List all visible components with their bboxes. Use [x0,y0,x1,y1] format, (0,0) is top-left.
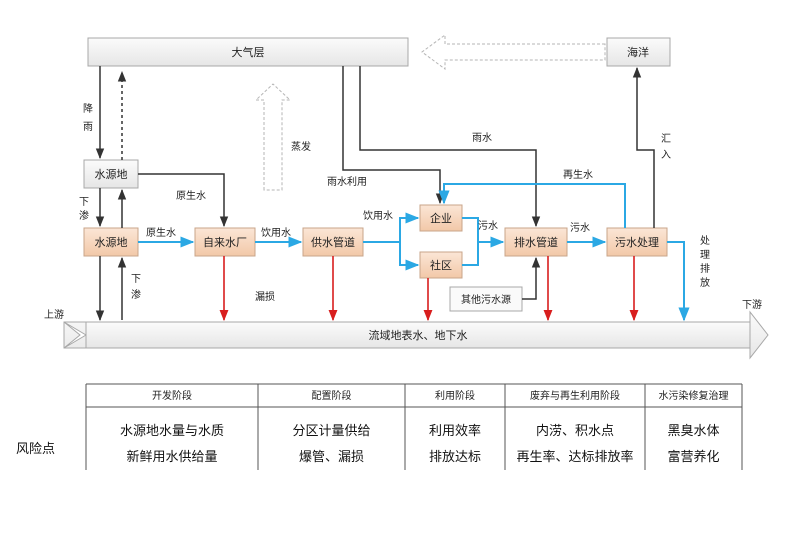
infiltration-2-label: 下渗 [131,274,141,301]
community-text: 社区 [430,258,452,272]
treatment-box [606,227,668,257]
rain-label: 降雨 [83,102,93,133]
sewage-2-label: 污水 [570,222,590,234]
atmosphere-box [87,37,409,67]
community-box [419,251,463,279]
ocean-text: 海洋 [627,45,649,59]
stage-label: 水污染修复治理 [659,389,729,402]
drinking-2-enterprise-arrow [363,212,420,243]
drinking-2-community-arrow [399,242,420,271]
drinking-1-label: 饮用水 [261,226,291,239]
source-land-text: 水源地 [95,167,128,181]
inflow-arrow [632,66,655,228]
risk-item: 内涝、积水点 [536,423,614,439]
treated-discharge-arrow [667,241,690,322]
treatment-text: 污水处理 [615,236,659,249]
risk-item: 黑臭水体 [667,424,719,439]
treated-label: 处理排放 [700,235,710,289]
source-box [83,227,139,257]
other-sewage-text: 其他污水源 [461,293,511,306]
supply-text: 供水管道 [311,235,355,249]
rain-use-label: 雨水利用 [327,176,367,188]
risk-item: 爆管、漏损 [299,449,364,465]
leakage-label: 漏损 [255,290,275,303]
risk-item: 排放达标 [429,450,481,465]
drinking-2-label: 饮用水 [363,209,393,222]
atmosphere-text: 大气层 [232,45,265,59]
sewage-1-label: 污水 [478,220,498,232]
stage-label: 开发阶段 [152,389,192,402]
reclaimed-arrow [438,183,626,228]
risk-item: 再生率、达标排放率 [516,449,633,465]
reclaimed-label: 再生水 [563,168,593,181]
drainage-box [504,227,568,257]
drainage-text: 排水管道 [514,235,558,249]
risk-item: 新鲜用水供给量 [126,449,217,465]
ocean-box [606,37,671,67]
upstream-arrowhead [63,321,87,349]
raw-water-2-label: 原生水 [176,189,206,202]
stage-label: 配置阶段 [312,389,352,402]
stages-bracket [85,383,743,470]
source-land-box [83,159,139,189]
raw-water-2-arrow [138,173,229,228]
enterprise-text: 企业 [430,211,452,225]
basin-text: 流域地表水、地下水 [369,328,468,342]
risk-label: 风险点 [16,442,55,457]
risk-item: 水源地水量与水质 [120,424,224,439]
waterworks-text: 自来水厂 [203,236,247,249]
rainwater-label: 雨水 [472,132,492,144]
basin-box [85,321,751,349]
risk-item: 富营养化 [667,449,719,465]
risk-item: 利用效率 [429,423,481,439]
stage-label: 废弃与再生利用阶段 [530,389,620,402]
evaporation-arrow [254,83,292,191]
stage-label: 利用阶段 [435,389,475,402]
downstream-label: 下游 [742,298,762,311]
infiltration-1-label: 下渗 [79,197,89,222]
raw-water-label: 原生水 [146,226,176,239]
risk-item: 分区计量供给 [292,424,370,439]
ocean-to-atmosphere-arrow [421,34,606,70]
rain-use-arrow [342,66,445,205]
evaporation-label: 蒸发 [291,140,311,153]
other-sewage-arrow [522,256,541,300]
inflow-label: 汇入 [661,132,671,161]
source-text: 水源地 [95,235,128,249]
upstream-label: 上游 [44,308,64,321]
rainwater-arrow [359,66,541,228]
enterprise-community-joint [462,217,479,266]
